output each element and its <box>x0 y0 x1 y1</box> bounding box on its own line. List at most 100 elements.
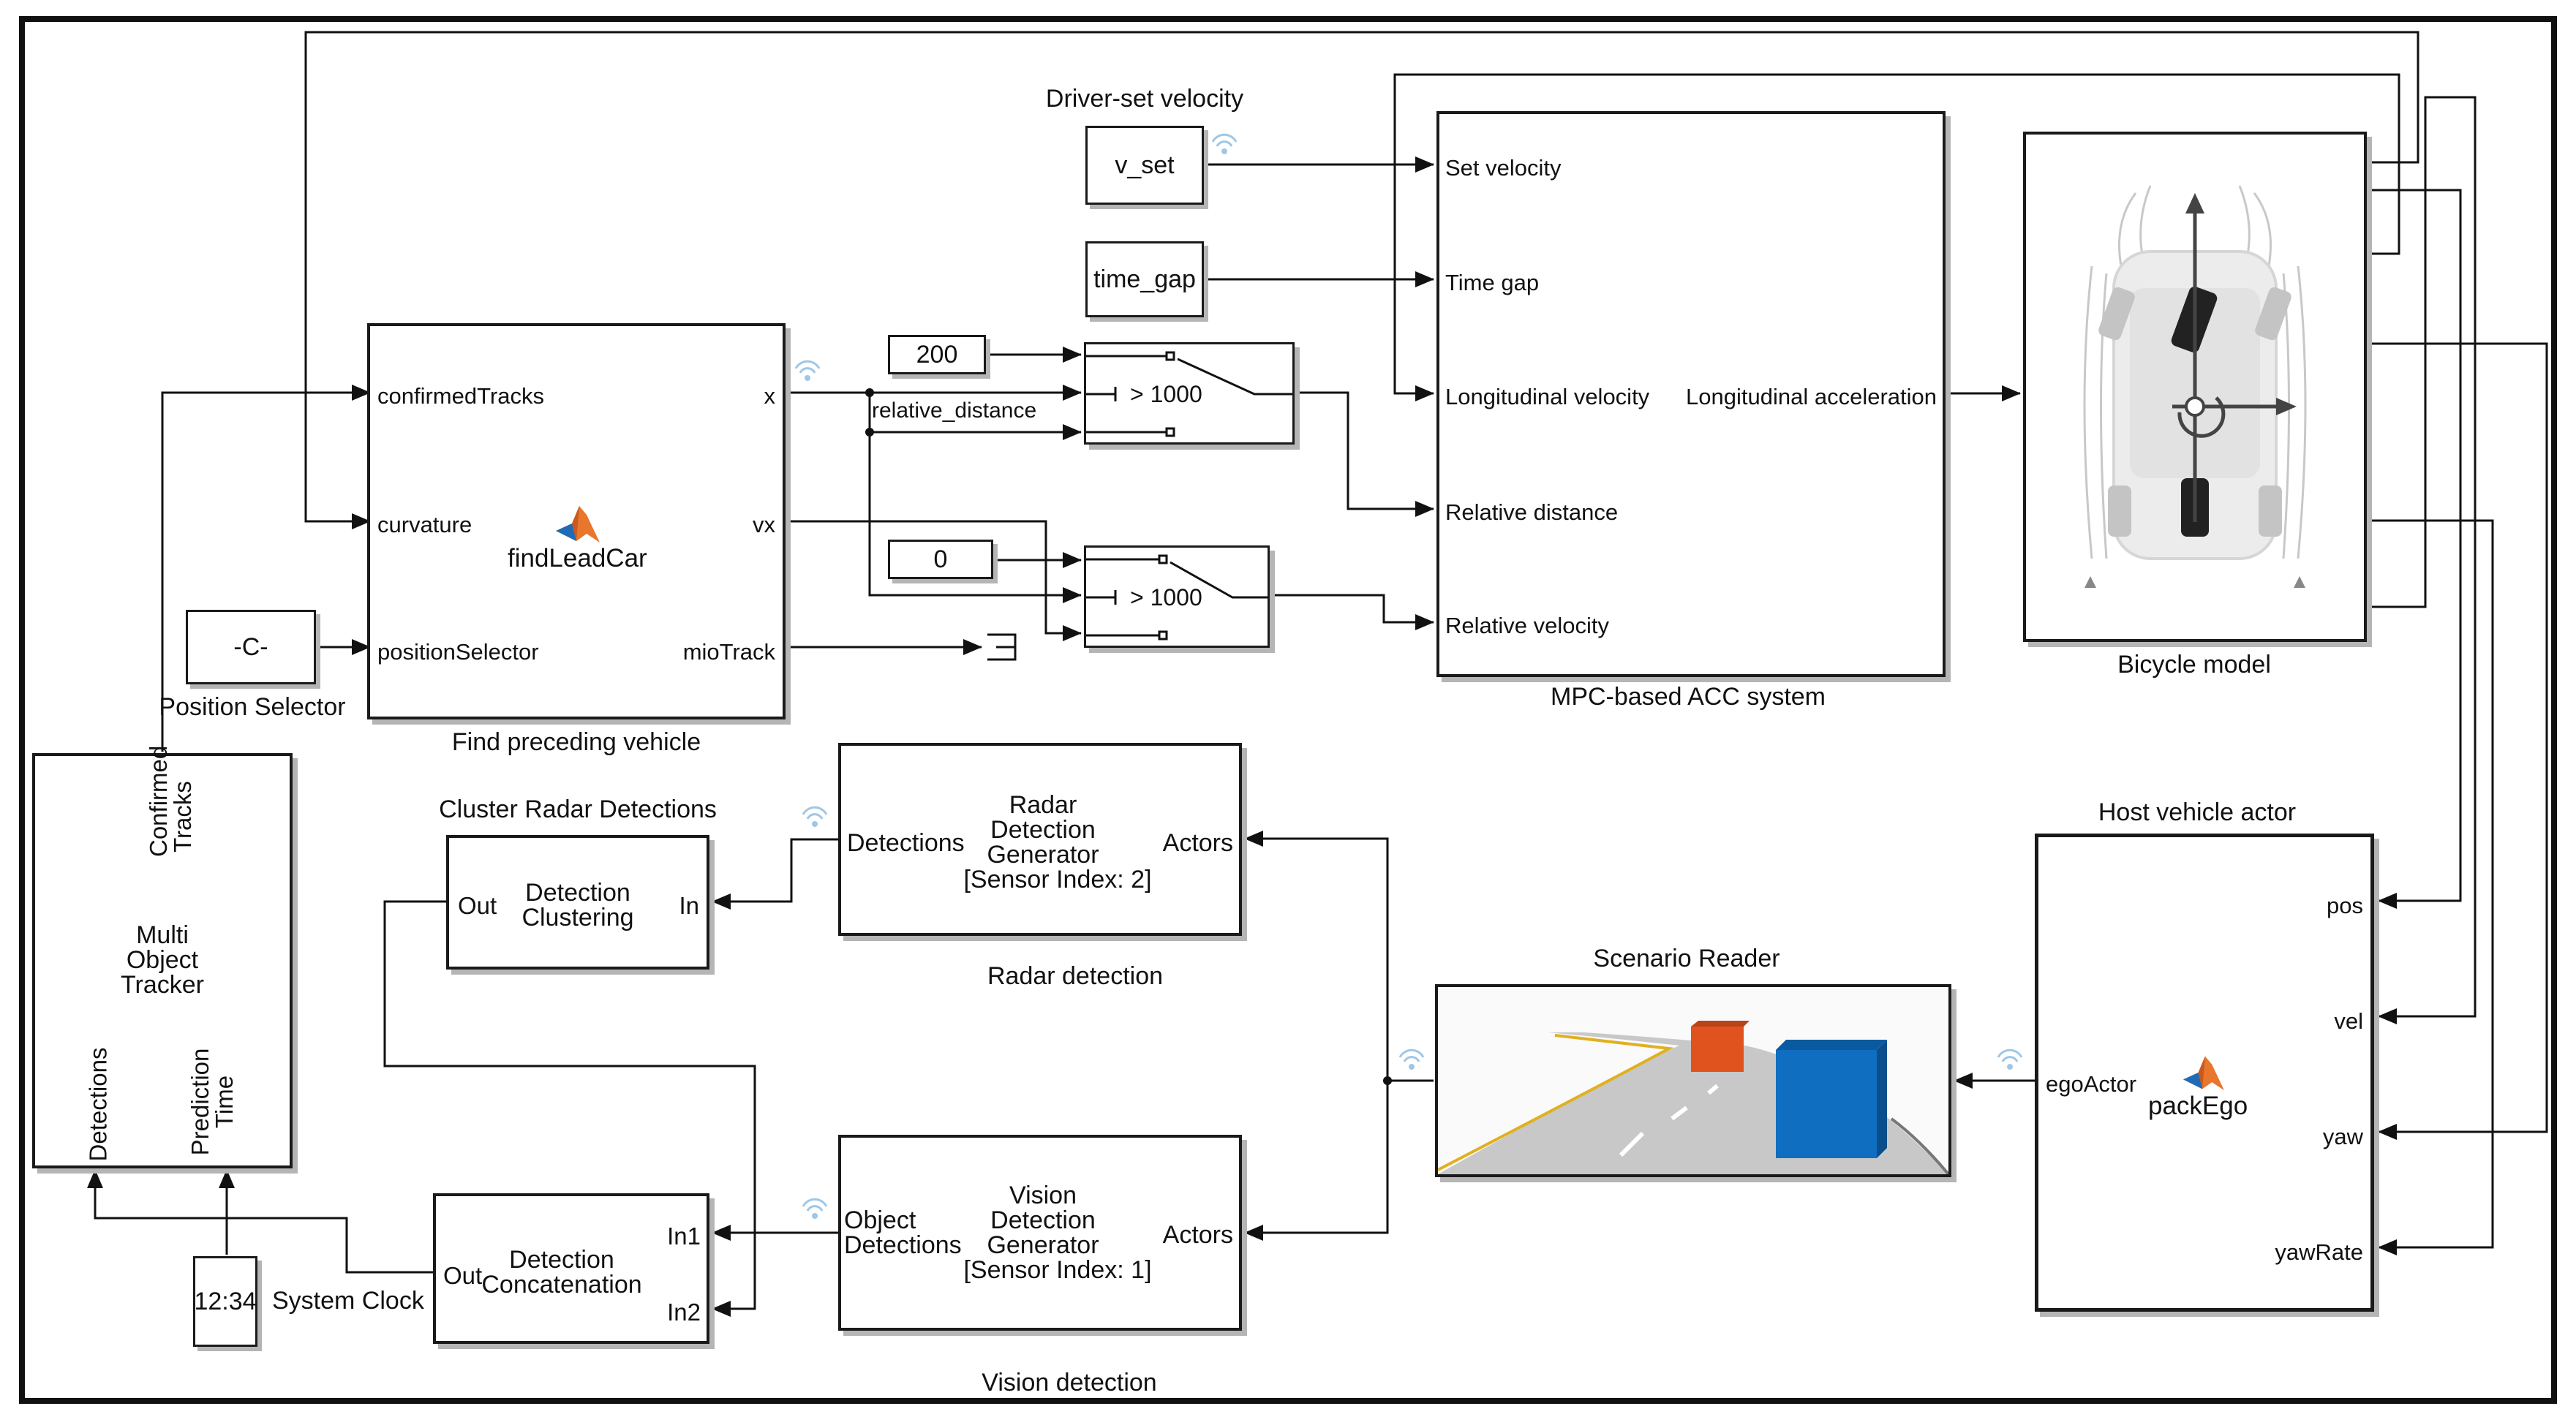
tracker-title: Multi Object Tracker <box>121 921 204 999</box>
wire-vx[interactable] <box>788 520 1082 641</box>
mpc-acc-block[interactable]: Set velocity Time gap Longitudinal veloc… <box>1436 111 1946 677</box>
scenario-scene-icon <box>1438 1021 1948 1174</box>
port-miotrack: mioTrack <box>682 639 775 665</box>
host-vehicle-block[interactable]: egoActor packEgo pos vel yaw yawRate <box>2035 834 2374 1312</box>
wire-pos[interactable] <box>2367 189 2462 909</box>
port-concat-out: Out <box>443 1262 483 1289</box>
wireless-icon <box>1398 1048 1425 1070</box>
position-selector-block[interactable]: -C- <box>186 610 316 684</box>
wire-detections[interactable] <box>87 1169 434 1274</box>
port-confirmed-tracks-out: Confirmed Tracks <box>145 745 196 857</box>
port-cluster-in: In <box>679 892 699 919</box>
vision-title: Vision Detection Generator [Sensor Index… <box>963 1182 1152 1284</box>
vision-detection-caption: Vision detection <box>982 1369 1157 1397</box>
concat-title: Detection Concatenation <box>481 1246 642 1299</box>
wire-cluster-out[interactable] <box>383 900 756 1317</box>
port-longitudinal-acceleration: Longitudinal acceleration <box>1686 384 1937 409</box>
port-curvature: curvature <box>377 512 472 537</box>
switch-bottom-block[interactable]: > 1000 <box>1084 545 1270 648</box>
wire-actors-vision[interactable] <box>1244 1081 1389 1241</box>
relative-distance-label: relative_distance <box>872 398 1037 423</box>
scenario-reader-block[interactable] <box>1435 984 1951 1177</box>
switch-bottom-threshold: > 1000 <box>1130 584 1202 611</box>
port-concat-in1: In1 <box>667 1223 701 1250</box>
system-clock-block[interactable]: 12:34 <box>193 1256 257 1347</box>
wire-x-switch2[interactable] <box>868 432 1082 603</box>
port-vel: vel <box>2334 1008 2363 1034</box>
port-relative-velocity: Relative velocity <box>1445 613 1609 638</box>
detection-clustering-block[interactable]: Out Detection Clustering In <box>446 835 709 970</box>
find-lead-car-name: findLeadCar <box>508 544 647 573</box>
port-set-velocity: Set velocity <box>1445 155 1562 181</box>
find-preceding-vehicle-caption: Find preceding vehicle <box>451 728 701 756</box>
port-relative-distance: Relative distance <box>1445 499 1619 525</box>
matlab-logo-icon <box>556 506 600 543</box>
v-set-block[interactable]: v_set <box>1085 126 1204 205</box>
wire-vel[interactable] <box>2367 96 2477 1024</box>
port-x: x <box>764 383 776 409</box>
port-longitudinal-velocity: Longitudinal velocity <box>1445 384 1650 409</box>
wire-yaw[interactable] <box>2367 342 2548 1140</box>
vehicle-icon <box>2083 185 2307 588</box>
branch-point <box>865 388 874 397</box>
vision-detection-generator-block[interactable]: Object Detections Vision Detection Gener… <box>838 1135 1242 1331</box>
find-lead-car-block[interactable]: confirmedTracks curvature positionSelect… <box>367 323 786 719</box>
outer-frame <box>19 16 2557 1404</box>
wireless-icon <box>794 360 821 381</box>
const-0-block[interactable]: 0 <box>888 540 993 579</box>
mpc-acc-caption: MPC-based ACC system <box>1551 683 1826 711</box>
port-vision-actors: Actors <box>1162 1221 1233 1249</box>
terminator-icon <box>987 633 1017 661</box>
port-radar-actors: Actors <box>1162 829 1233 857</box>
radar-detection-caption: Radar detection <box>987 962 1164 990</box>
wire-radar-det[interactable] <box>712 838 839 910</box>
detection-concatenation-block[interactable]: Out Detection Concatenation In1 In2 <box>433 1193 709 1344</box>
matlab-logo-icon <box>2183 1056 2224 1091</box>
wire-yawrate[interactable] <box>2367 519 2494 1255</box>
port-prediction-time-in: Prediction Time <box>187 1048 238 1156</box>
time-gap-block[interactable]: time_gap <box>1085 241 1204 317</box>
wireless-icon <box>802 806 828 827</box>
switch-top-block[interactable]: > 1000 <box>1084 342 1295 445</box>
port-vision-detections: Object Detections <box>844 1206 962 1259</box>
wire-actors-radar[interactable] <box>1244 831 1389 1081</box>
port-concat-in2: In2 <box>667 1299 701 1326</box>
switch-top-threshold: > 1000 <box>1130 381 1202 407</box>
pack-ego-name: packEgo <box>2148 1092 2248 1120</box>
wire-curvature-feedback[interactable] <box>304 31 2419 529</box>
port-vx: vx <box>753 512 775 537</box>
bicycle-model-caption: Bicycle model <box>2117 651 2271 679</box>
port-ego-actor: egoActor <box>2046 1071 2137 1097</box>
branch-point <box>865 428 874 437</box>
bicycle-model-block[interactable] <box>2023 132 2367 642</box>
wire-long-velocity-feedback[interactable] <box>1393 73 2400 401</box>
radar-title: Radar Detection Generator [Sensor Index:… <box>963 791 1152 893</box>
driver-set-velocity-caption: Driver-set velocity <box>1045 85 1244 113</box>
scenario-reader-caption: Scenario Reader <box>1593 945 1780 972</box>
wireless-icon <box>1997 1048 2023 1070</box>
host-vehicle-caption: Host vehicle actor <box>2098 798 2297 826</box>
wire-rel-dist[interactable] <box>1295 391 1434 517</box>
multi-object-tracker-block[interactable]: Confirmed Tracks Multi Object Tracker De… <box>32 745 293 1168</box>
position-selector-caption: Position Selector <box>159 693 346 721</box>
port-radar-detections: Detections <box>847 829 965 857</box>
const-200-block[interactable]: 200 <box>888 335 986 374</box>
cluster-caption: Cluster Radar Detections <box>439 796 717 823</box>
port-detections-in: Detections <box>84 1047 112 1162</box>
radar-detection-generator-block[interactable]: Detections Radar Detection Generator [Se… <box>838 743 1242 936</box>
cluster-title: Detection Clustering <box>521 879 634 932</box>
port-cluster-out: Out <box>458 892 497 919</box>
port-confirmed-tracks: confirmedTracks <box>377 383 544 409</box>
port-position-selector: positionSelector <box>377 639 539 665</box>
port-yawrate: yawRate <box>2275 1239 2363 1265</box>
wire-rel-vel[interactable] <box>1270 594 1434 630</box>
port-pos: pos <box>2327 893 2363 918</box>
wire-confirmed-tracks[interactable] <box>161 385 371 752</box>
system-clock-caption: System Clock <box>272 1287 424 1315</box>
branch-point <box>1383 1076 1392 1085</box>
port-time-gap: Time gap <box>1445 270 1540 295</box>
wireless-icon <box>1211 133 1238 154</box>
wireless-icon <box>802 1198 828 1219</box>
